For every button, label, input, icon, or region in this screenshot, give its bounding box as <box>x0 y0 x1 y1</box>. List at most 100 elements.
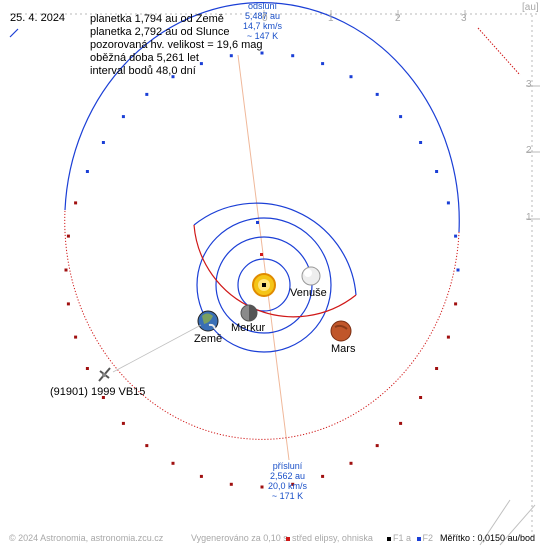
orbit-point-marker <box>85 170 89 173</box>
earth-asteroid-line <box>112 324 202 373</box>
orbit-point-marker <box>349 75 353 79</box>
perihelion-title: přísluní <box>272 461 303 471</box>
bottom-corner-line-1 <box>479 499 511 546</box>
orbit-point-marker <box>101 141 105 144</box>
aphelion-title: odsluní <box>247 1 278 11</box>
aphelion-temp: ~ 147 K <box>246 31 279 41</box>
orbit-point-marker <box>64 268 68 272</box>
mars-orbit-above-ecliptic <box>193 202 357 296</box>
orbit-point-marker <box>171 461 175 465</box>
legend-center-text: střed elipsy, ohniska <box>292 533 373 543</box>
orbit-point-marker <box>349 461 353 465</box>
ellipse-center-marker <box>256 221 259 224</box>
orbit-point-marker <box>419 141 423 144</box>
orbit-point-marker <box>435 367 439 370</box>
orbit-point-marker <box>454 234 458 238</box>
orbit-point-marker <box>419 396 423 399</box>
orbit-point-marker <box>74 335 78 339</box>
orbit-point-marker <box>229 54 233 58</box>
legend-f1-text: F1 a <box>393 533 412 543</box>
earth-planet[interactable] <box>197 310 219 332</box>
view-direction-line <box>477 27 521 76</box>
copyright-link[interactable]: © 2024 Astronomia, astronomia.zcu.cz <box>9 533 164 543</box>
mercury-planet[interactable] <box>240 304 258 322</box>
orbit-point-marker <box>121 115 125 119</box>
aphelion-info: odsluní 5,487 au 14,7 km/s ~ 147 K <box>243 1 282 41</box>
perihelion-temp: ~ 171 K <box>271 491 304 501</box>
orbit-point-marker <box>321 474 325 478</box>
orbit-point-marker <box>291 54 295 58</box>
axis-unit-label: [au] <box>522 2 539 13</box>
coordinate-axes <box>10 10 540 540</box>
asteroid-orbit-above-ecliptic <box>64 2 460 233</box>
x-tick-label-3: 3 <box>461 13 467 24</box>
legend-center-focus: střed elipsy, ohniska <box>286 533 373 543</box>
generation-time: Vygenerováno za 0,10 s <box>191 533 288 543</box>
legend-black-square-icon <box>387 536 391 541</box>
earth-label: Země <box>194 333 223 345</box>
venus-label: Venuše <box>290 287 327 299</box>
perihelion-info: přísluní 2,562 au 20,0 km/s ~ 171 K <box>268 461 307 501</box>
orbit-point-marker <box>446 335 450 339</box>
mercury-orbit <box>237 258 291 312</box>
info-orbital-period: oběžná doba 5,261 let <box>90 52 199 64</box>
asteroid-marker[interactable] <box>98 367 111 382</box>
orbit-point-marker <box>260 485 264 489</box>
orbit-point-marker <box>199 474 203 478</box>
orbit-point-marker <box>199 62 203 66</box>
orbit-point-marker <box>66 302 70 306</box>
info-sun-distance: planetka 2,792 au od Slunce <box>90 26 230 38</box>
y-tick-label-1: 1 <box>526 212 532 223</box>
mars-planet[interactable] <box>330 320 352 342</box>
orbit-point-marker <box>321 62 325 66</box>
info-magnitude: pozorovaná hv. velikost = 19,6 mag <box>90 39 263 51</box>
x-tick-label-2: 2 <box>395 13 401 24</box>
orbit-point-marker <box>66 234 70 238</box>
orbit-point-marker <box>85 367 89 370</box>
venus-planet[interactable] <box>301 266 321 286</box>
corner-indicator <box>9 28 19 38</box>
info-point-interval: interval bodů 48,0 dní <box>90 65 196 77</box>
orbit-point-marker <box>375 92 379 96</box>
orbit-point-marker <box>145 444 149 448</box>
legend-f2-text: F2 <box>422 533 434 543</box>
perihelion-distance: 2,562 au <box>269 471 306 481</box>
apsis-line <box>237 54 290 461</box>
perihelion-speed: 20,0 km/s <box>268 481 308 491</box>
x-tick-label-1: 1 <box>328 13 334 24</box>
asteroid-label: (91901) 1999 VB15 <box>50 386 146 398</box>
orbit-point-marker <box>375 444 379 448</box>
orbit-point-marker <box>456 268 460 272</box>
info-panel: planetka 1,794 au od Země planetka 2,792… <box>90 13 263 78</box>
legend-foci: F1 a F2 <box>387 533 433 543</box>
orbit-point-marker <box>260 51 264 55</box>
orbit-point-marker <box>229 482 233 486</box>
earth-orbit <box>196 217 332 353</box>
x-tick-label-0: 0 <box>262 13 268 24</box>
legend-red-square-icon <box>286 536 290 541</box>
mars-label: Mars <box>331 343 356 355</box>
orbit-point-marker <box>74 201 78 205</box>
sun <box>252 273 276 297</box>
info-earth-distance: planetka 1,794 au od Země <box>90 13 224 25</box>
orbit-point-marker <box>399 421 403 425</box>
asteroid-orbit-points <box>64 51 460 489</box>
asteroid-orbit-below-ecliptic <box>64 209 460 440</box>
y-tick-label-2: 2 <box>526 145 532 156</box>
bottom-corner-line-2 <box>499 504 536 546</box>
orbit-point-marker <box>121 421 125 425</box>
orbit-point-marker <box>101 396 105 399</box>
orbit-point-marker <box>435 170 439 173</box>
orbit-point-marker <box>291 482 295 486</box>
legend-blue-square-icon <box>416 536 421 541</box>
orbit-point-marker <box>446 201 450 205</box>
aphelion-speed: 14,7 km/s <box>243 21 283 31</box>
y-tick-label-3: 3 <box>526 79 532 90</box>
scale-label: Měřítko : 0,0150 au/bod <box>440 533 536 543</box>
aphelion-distance: 5,487 au <box>244 11 281 21</box>
focus-f2-marker <box>260 253 263 256</box>
orbit-point-marker <box>454 302 458 306</box>
orbit-point-marker <box>145 92 149 96</box>
